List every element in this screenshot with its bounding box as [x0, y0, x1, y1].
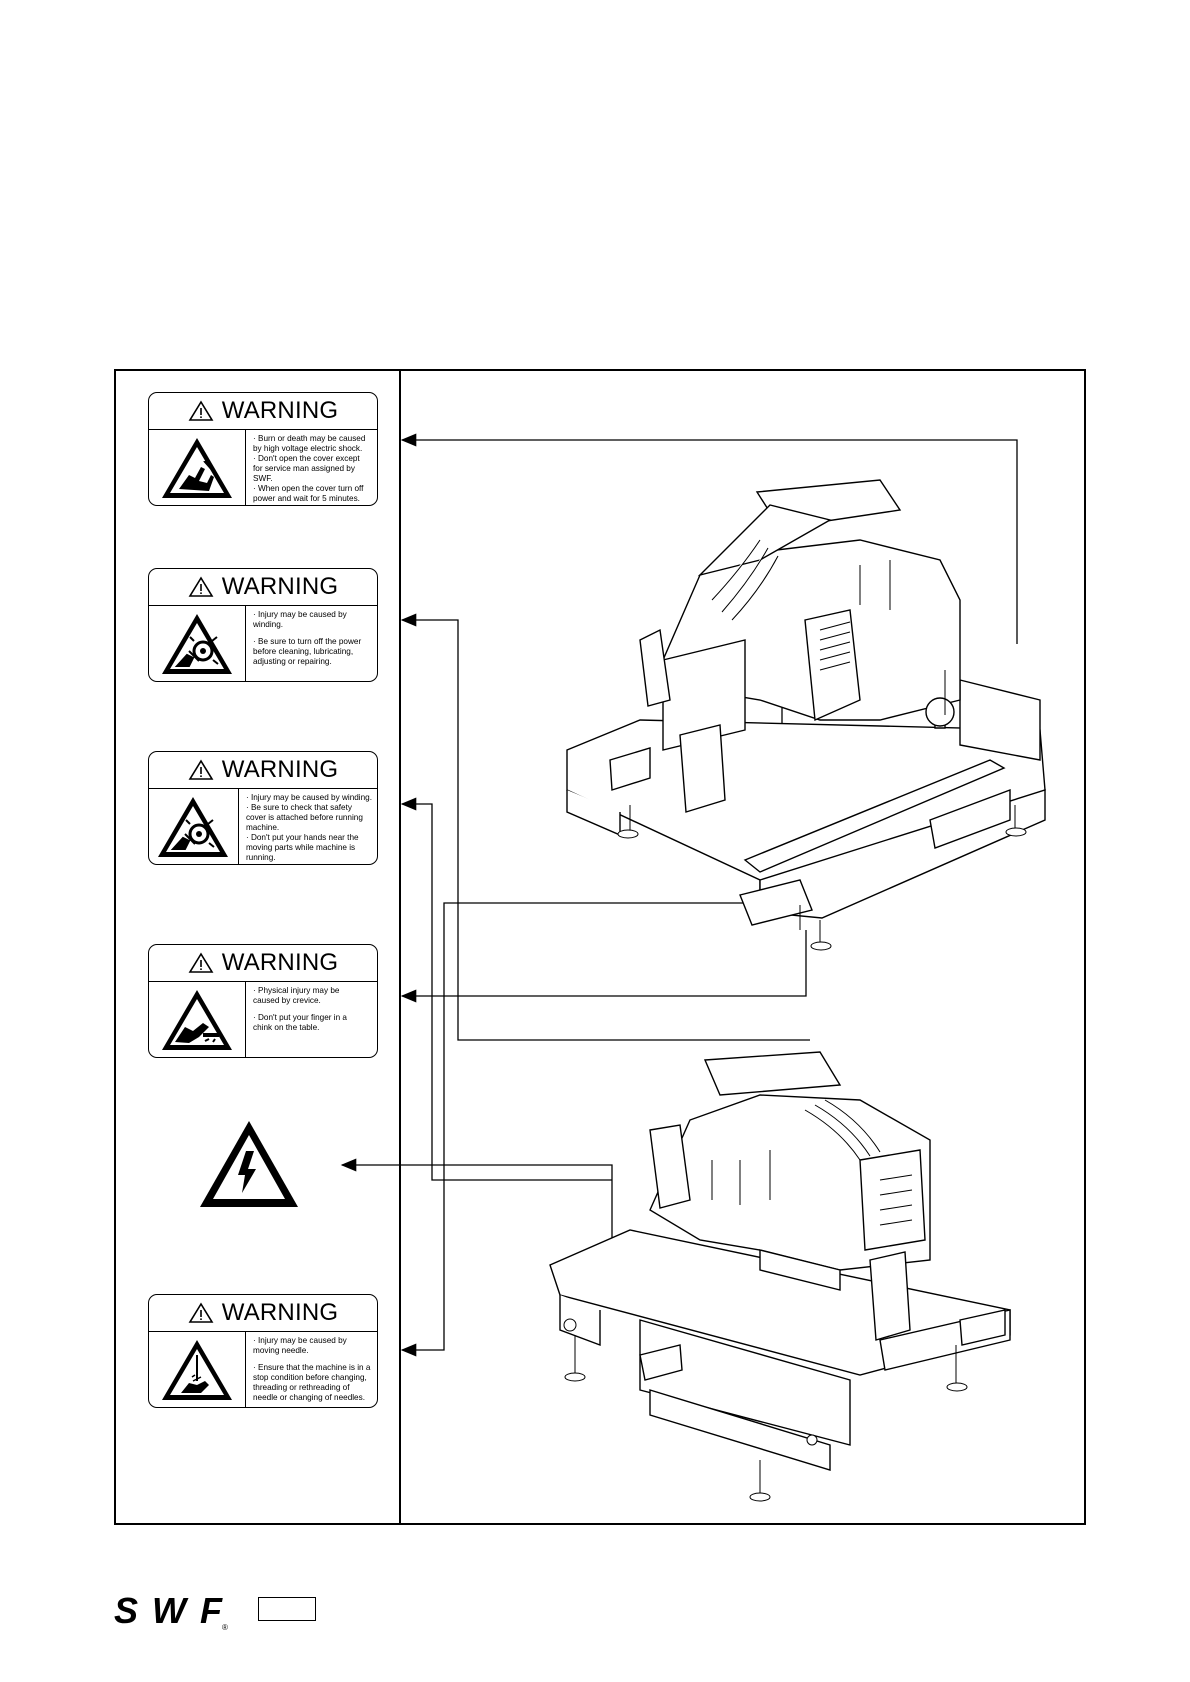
warning-text: · Burn or death may be caused by high vo… [246, 430, 377, 505]
embroidery-machine-bottom [549, 1051, 1011, 1502]
warning-text-line: · Burn or death may be caused [253, 434, 366, 443]
warning-title: WARNING [221, 397, 339, 424]
warning-label-winding-cover: WARNING · Injury may be caused by windin… [148, 751, 378, 865]
warning-text-line: moving needle. [253, 1346, 309, 1355]
warning-label-electric: WARNING · Burn or death may be caused by… [148, 392, 378, 506]
warning-text-line: SWF. [253, 474, 273, 483]
warning-text-line: · Injury may be caused by winding. [245, 793, 372, 802]
warning-text-line: for service man assigned by [253, 464, 355, 473]
svg-text:SWF: SWF [114, 1592, 223, 1631]
gear-hand-winding-icon [158, 796, 229, 857]
warning-text: · Physical injury may be caused by crevi… [246, 982, 377, 1057]
warning-label-needle: WARNING · Injury may be caused by moving… [148, 1294, 378, 1408]
warning-text-line: moving parts while machine is [245, 843, 356, 852]
warning-text-line: · When open the cover turn off [253, 484, 364, 493]
warning-text-line: power and wait for 5 minutes. [253, 494, 360, 503]
leader-line-3 [400, 902, 770, 1357]
warning-text: · Injury may be caused by winding. · Be s… [246, 606, 377, 681]
warning-triangle-icon [188, 1302, 214, 1323]
warning-label-crevice: WARNING · Physical injury may be caused … [148, 944, 378, 1058]
needle-hand-icon [162, 1339, 232, 1400]
embroidery-machine-top [566, 479, 1046, 951]
leader-line-2 [400, 613, 810, 1041]
warning-text-line: caused by crevice. [253, 996, 321, 1005]
column-divider [399, 369, 401, 1525]
warning-triangle-icon [188, 576, 214, 597]
warning-header: WARNING [149, 945, 377, 982]
warning-title: WARNING [221, 756, 339, 783]
warning-text-line: · Physical injury may be [253, 986, 340, 995]
warning-text-line: before cleaning, lubricating, [253, 647, 354, 656]
leader-line-6 [340, 1158, 613, 1180]
warning-text-line: machine. [245, 823, 280, 832]
gear-hand-winding-icon [162, 613, 232, 674]
warning-text-line: by high voltage electric shock. [253, 444, 363, 453]
warning-triangle-icon [188, 759, 214, 780]
warning-text-line: · Don't put your hands near the [245, 833, 359, 842]
warning-text: · Injury may be caused by winding.· Be s… [239, 789, 377, 864]
warning-title: WARNING [221, 1299, 339, 1326]
swf-logo: SWF ® [114, 1592, 228, 1632]
warning-triangle-icon [188, 952, 214, 973]
warning-text-line: winding. [253, 620, 284, 629]
warning-text-line: threading or rethreading of [253, 1383, 350, 1392]
warning-text-line: · Ensure that the machine is in a [253, 1363, 371, 1372]
warning-text: · Injury may be caused by moving needle.… [246, 1332, 377, 1407]
leader-line-1 [400, 433, 1018, 644]
warning-text-line: stop condition before changing, [253, 1373, 367, 1382]
warning-text-line: running. [245, 853, 276, 862]
warning-triangle-icon [188, 400, 214, 421]
warning-text-line: needle or changing of needles. [253, 1393, 365, 1402]
warning-title: WARNING [221, 573, 339, 600]
warning-text-line: · Be sure to check that safety [245, 803, 352, 812]
warning-label-winding-power: WARNING · Injury may be caused by windin… [148, 568, 378, 682]
warning-header: WARNING [149, 1295, 377, 1332]
warning-text-line: · Injury may be caused by [253, 1336, 347, 1345]
warning-text-line: · Injury may be caused by [253, 610, 347, 619]
warning-text-line: cover is attached before running [245, 813, 363, 822]
warning-header: WARNING [149, 569, 377, 606]
svg-text:®: ® [222, 1623, 228, 1632]
leader-line-4 [400, 930, 807, 1003]
leader-line-5 [400, 797, 612, 1181]
high-voltage-icon [200, 1121, 298, 1207]
warning-text-line: · Don't open the cover except [253, 454, 360, 463]
electric-shock-hand-icon [162, 437, 232, 498]
warning-text-line: · Don't put your finger in a [253, 1013, 347, 1022]
diagram-frame [114, 369, 1086, 1525]
page-number-box [258, 1597, 316, 1621]
warning-header: WARNING [149, 393, 377, 430]
warning-text-line: chink on the table. [253, 1023, 320, 1032]
warning-text-line: adjusting or repairing. [253, 657, 332, 666]
warning-title: WARNING [221, 949, 339, 976]
warning-text-line: · Be sure to turn off the power [253, 637, 362, 646]
crevice-finger-icon [162, 989, 232, 1050]
warning-header: WARNING [149, 752, 377, 789]
